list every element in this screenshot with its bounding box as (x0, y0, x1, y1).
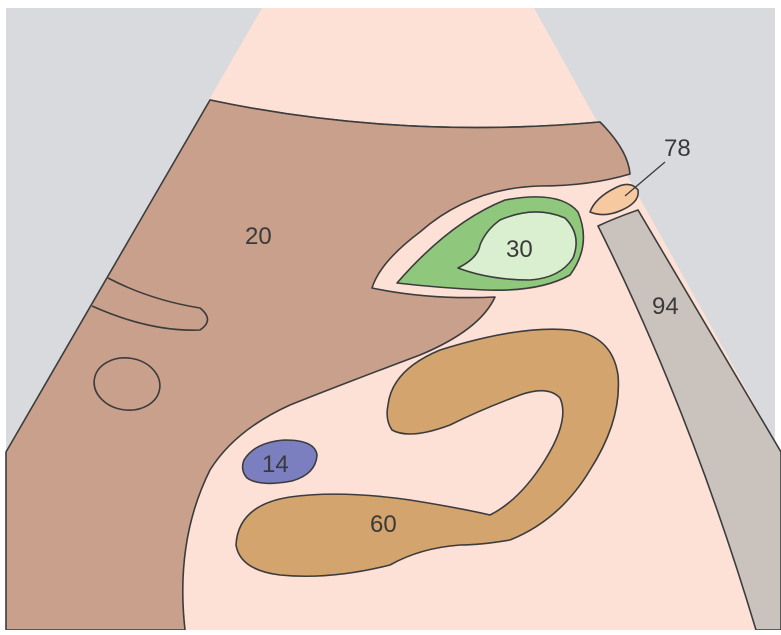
label-vessel-14: 14 (262, 451, 289, 478)
label-abdominal-wall: 94 (652, 293, 679, 320)
label-gallbladder: 30 (506, 236, 533, 263)
label-vessel-78: 78 (664, 135, 691, 162)
label-liver: 20 (245, 223, 272, 250)
label-bowel-loop: 60 (370, 511, 397, 538)
